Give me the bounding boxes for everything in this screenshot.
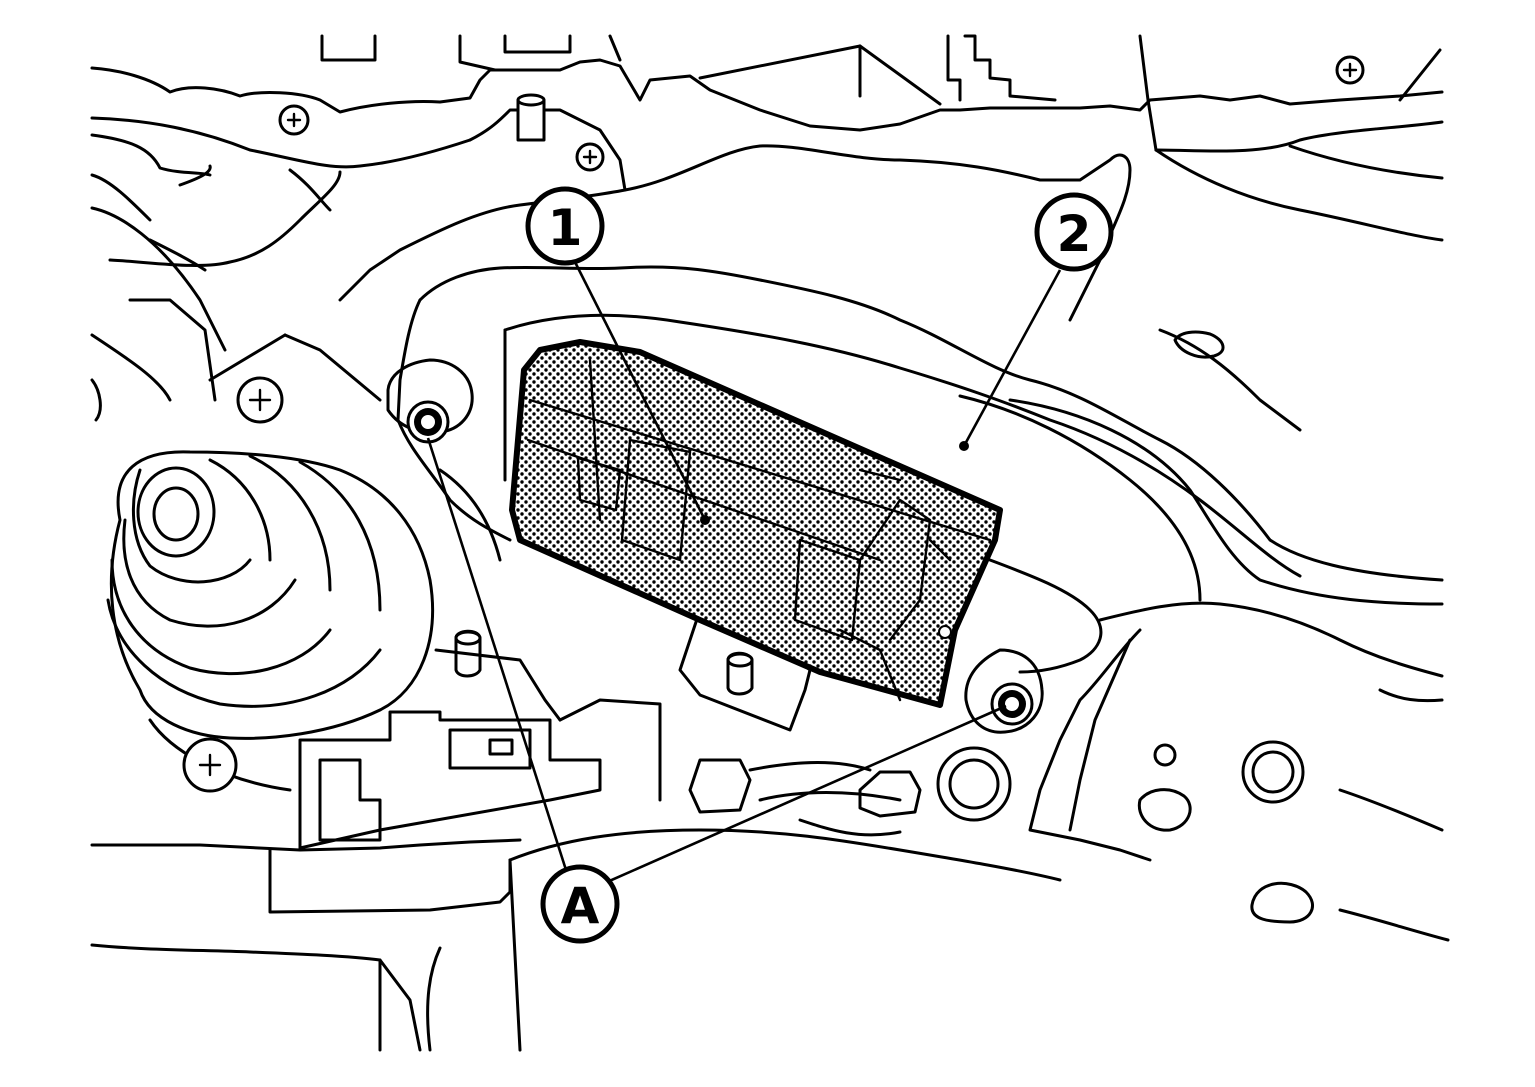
leader-2 [962,269,1062,447]
callout-2: 2 [1034,192,1114,272]
leader-1-dot [700,515,710,525]
control-unit [509,339,1003,708]
connectors [298,629,662,850]
body-structure [90,34,1450,1052]
callout-1-label: 1 [548,199,583,257]
leader-lines [426,261,1062,888]
leader-a-right [597,704,1007,888]
screws [278,55,1365,172]
leader-2-dot [959,441,969,451]
callout-2-label: 2 [1057,205,1092,263]
shift-boot [106,333,435,793]
bolt-right [990,682,1034,726]
callout-a: A [540,864,620,944]
bolt-left [406,400,450,444]
leader-a-left [426,437,568,871]
leader-1 [573,261,707,521]
callout-1: 1 [525,186,605,266]
callout-a-label: A [561,877,600,935]
